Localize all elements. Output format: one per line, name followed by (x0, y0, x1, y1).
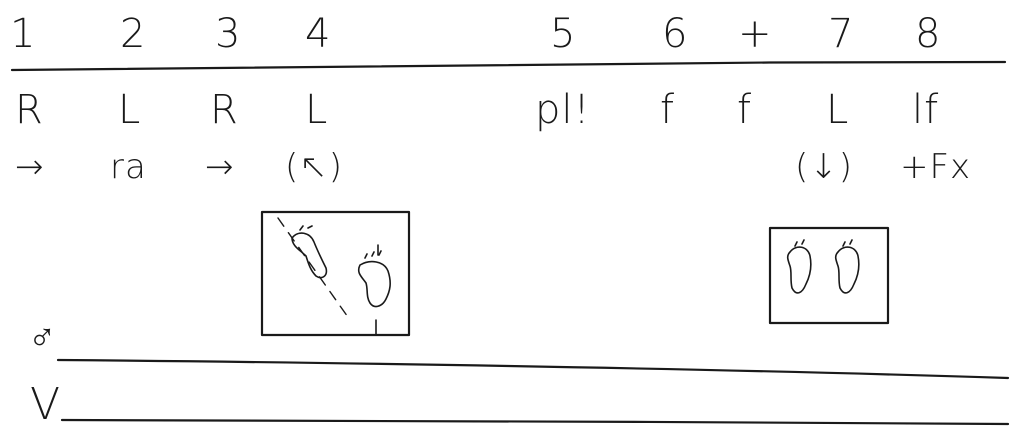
count-7: 7 (828, 11, 855, 57)
footprint-box-left (260, 210, 411, 337)
footprint-box-right (768, 226, 890, 325)
footprint-parallel-icon-2 (834, 239, 860, 294)
arrow-right-1: → (15, 147, 45, 187)
direction-diag-paren: (↖) (285, 147, 344, 187)
step-f-plus: f (737, 87, 753, 133)
staff-line-upper (56, 358, 1010, 380)
count-4: 4 (305, 11, 332, 57)
male-symbol-icon: ♂ (28, 315, 58, 359)
footprint-diagonal-icon-2 (357, 250, 391, 308)
count-8: 8 (915, 11, 942, 57)
step-l-7: L (826, 87, 850, 133)
count-1: 1 (10, 11, 37, 57)
footprint-parallel-icon (786, 239, 812, 294)
v-marker: V (30, 379, 62, 430)
count-6: 6 (662, 11, 689, 57)
direction-down-paren: (↓) (795, 147, 854, 187)
count-3: 3 (215, 11, 242, 57)
staff-line-lower (60, 418, 1010, 426)
step-r-1: R (15, 87, 44, 133)
count-2: 2 (120, 11, 147, 57)
count-plus: + (738, 11, 773, 57)
step-l-4: L (305, 87, 329, 133)
diagonal-guide (277, 217, 351, 321)
step-pl-5: pl! (535, 87, 591, 133)
step-ra: ra (110, 147, 147, 187)
center-tick (375, 244, 379, 336)
count-baseline (10, 60, 1007, 72)
arrow-right-2: → (205, 147, 235, 187)
step-r-3: R (210, 87, 239, 133)
step-lf-8: lf (912, 87, 940, 133)
count-5: 5 (550, 11, 577, 57)
footprint-diagonal-icon (291, 225, 328, 279)
fx-note: +Fx (900, 147, 972, 187)
step-l-2: L (118, 87, 142, 133)
step-f-6: f (660, 87, 676, 133)
